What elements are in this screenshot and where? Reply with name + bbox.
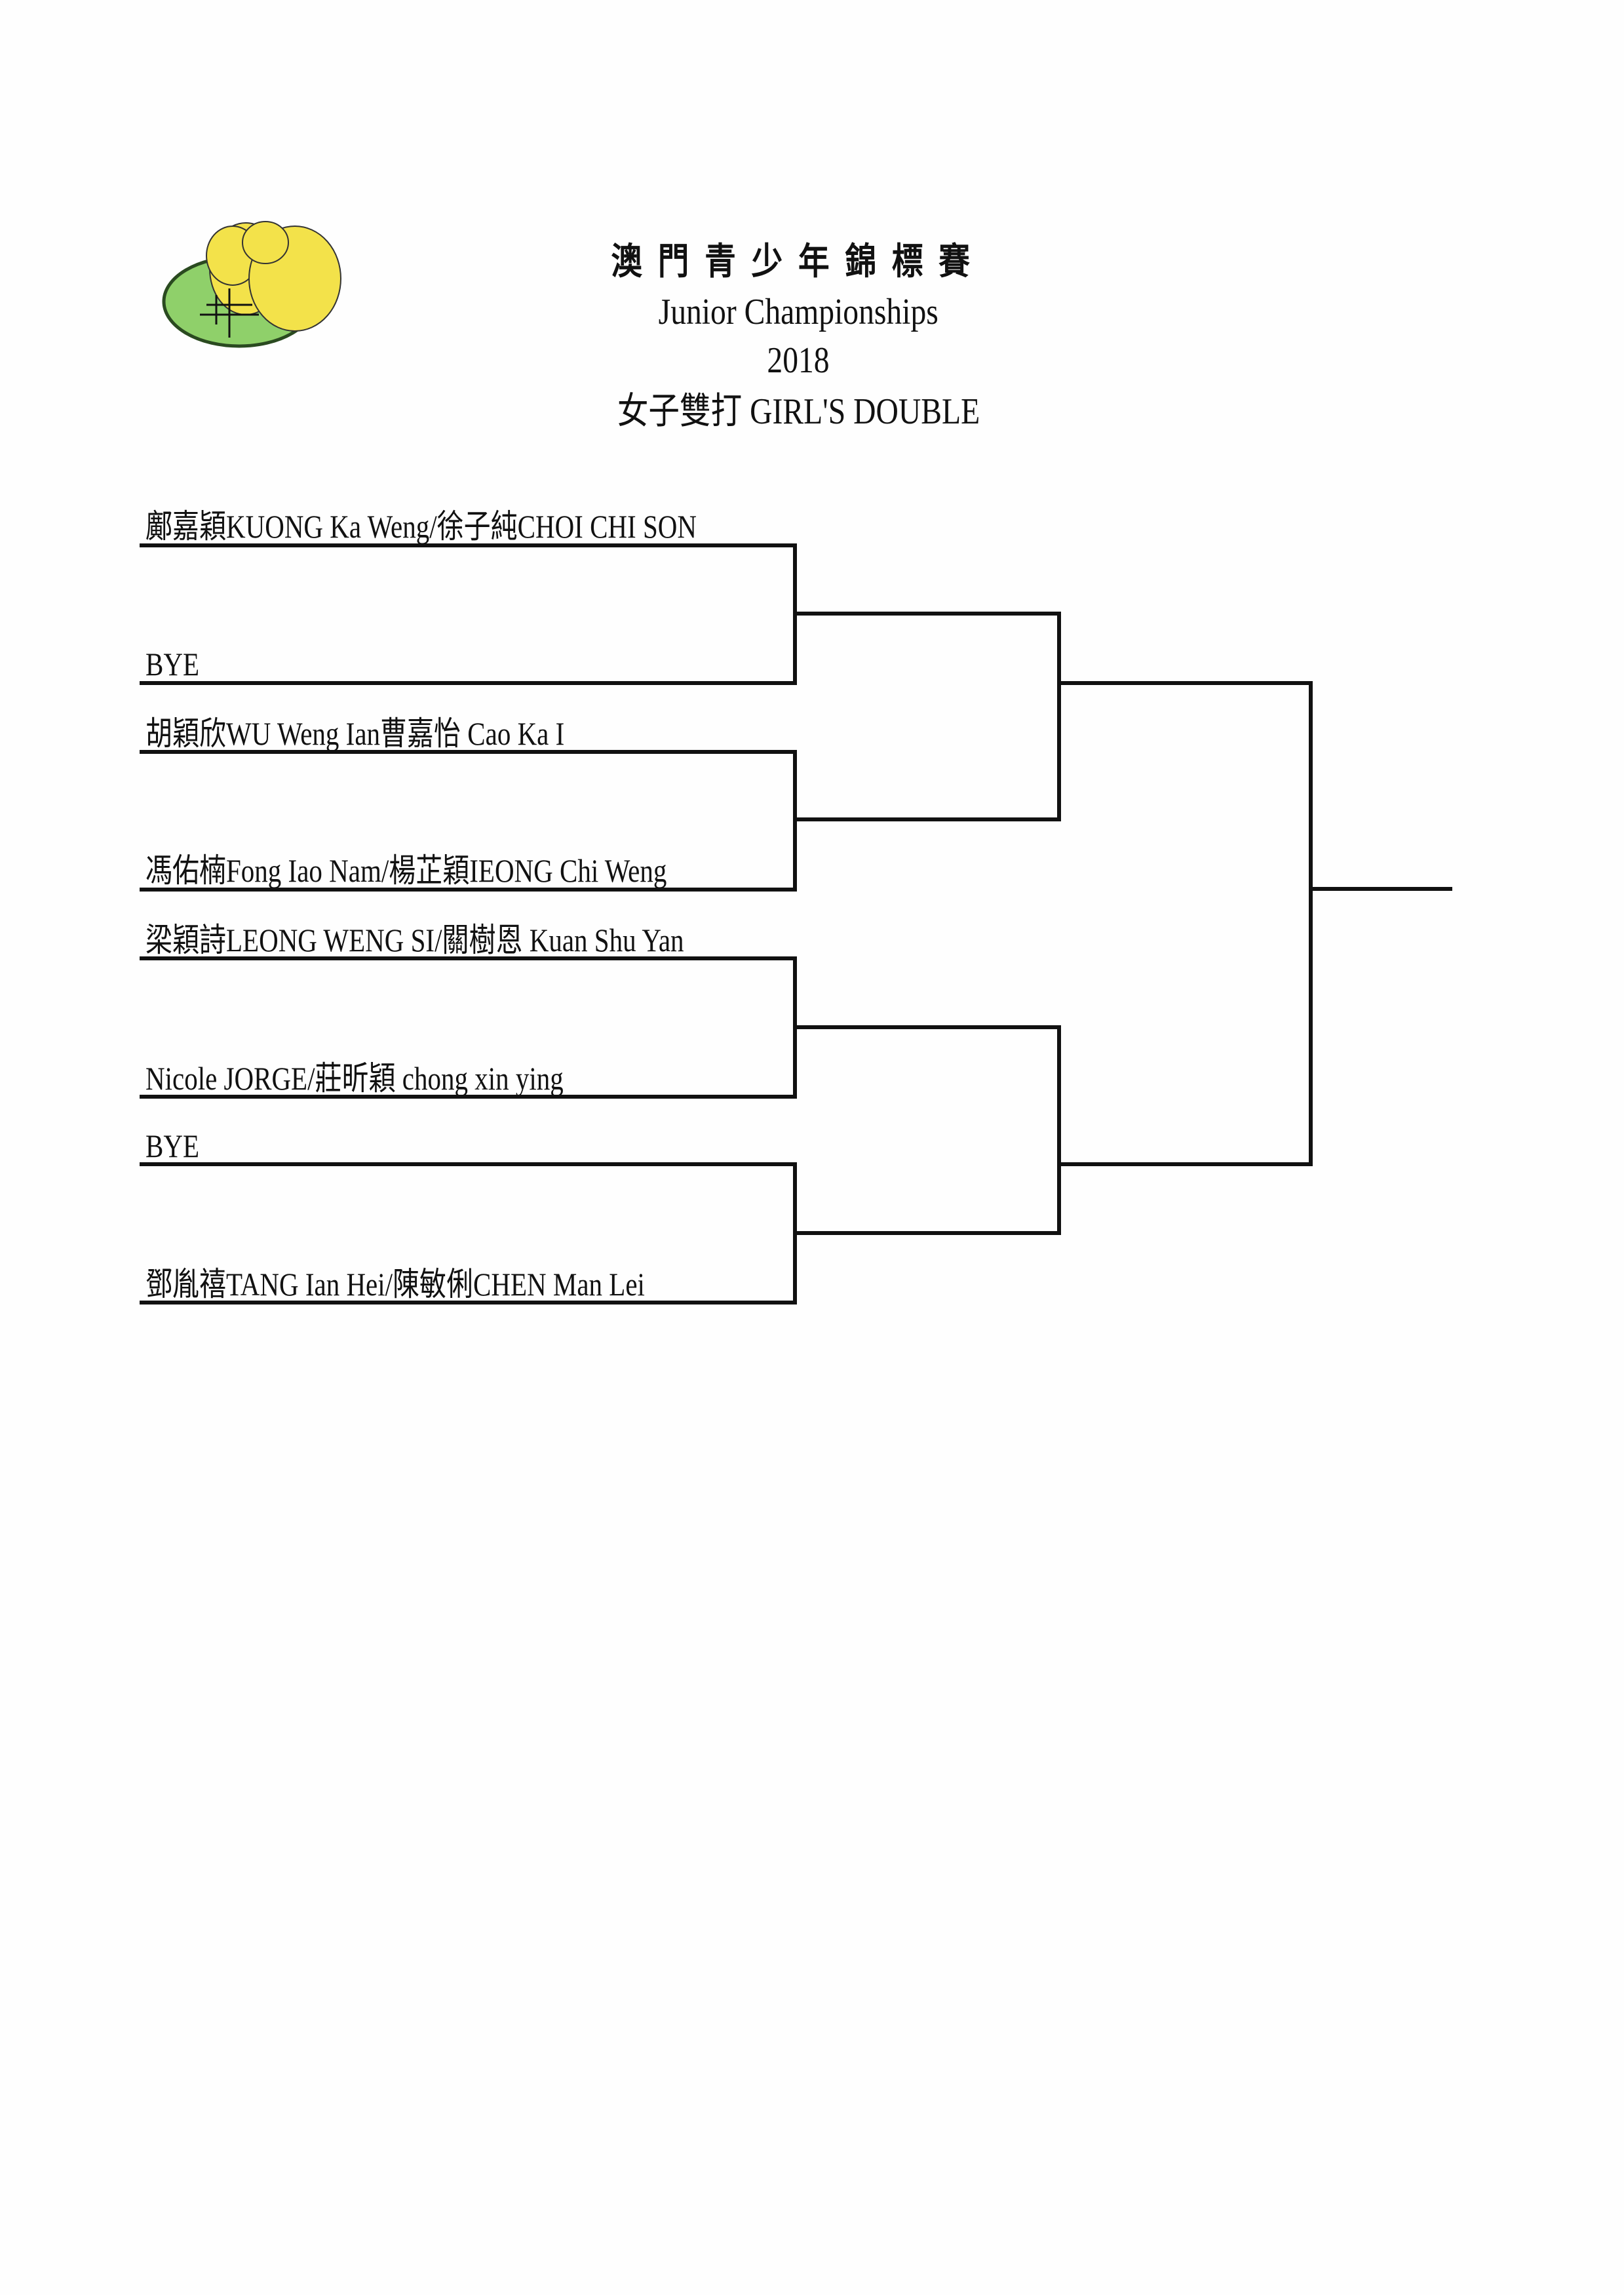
- entry-7: BYE: [145, 1128, 199, 1164]
- semifinal-connector: [1309, 681, 1313, 1166]
- entry-8: 鄧胤禧TANG Ian Hei/陳敏俐CHEN Man Lei: [145, 1266, 645, 1303]
- round2-line: [793, 612, 1061, 616]
- entry-3: 胡穎欣WU Weng Ian曹嘉怡 Cao Ka I: [145, 715, 565, 752]
- round2-line: [793, 1025, 1061, 1029]
- round2-line: [793, 817, 1061, 821]
- round2-connector: [1057, 612, 1061, 821]
- entry-5: 梁穎詩LEONG WENG SI/關樹恩 Kuan Shu Yan: [145, 922, 684, 958]
- entry-2: BYE: [145, 646, 199, 682]
- entry-6: Nicole JORGE/莊昕穎 chong xin ying: [145, 1060, 564, 1097]
- semifinal-line: [1057, 1162, 1313, 1166]
- entry-1: 鄺嘉穎KUONG Ka Weng/徐子純CHOI CHI SON: [145, 508, 697, 545]
- bracket-line: [140, 750, 797, 754]
- event-title: 女子雙打 GIRL'S DOUBLE: [617, 391, 980, 432]
- bracket-line: [140, 956, 797, 960]
- bracket-line: [140, 1301, 797, 1304]
- bracket-line: [140, 543, 797, 547]
- winner-line: [1309, 887, 1452, 891]
- title-chinese: 澳門青少年錦標賽: [611, 242, 986, 283]
- bracket-line: [140, 888, 797, 892]
- title-english: Junior Championships: [658, 292, 938, 332]
- semifinal-line: [1057, 681, 1313, 685]
- round2-connector: [1057, 1025, 1061, 1235]
- club-logo: [162, 221, 341, 348]
- bracket-line: [140, 1095, 797, 1099]
- bracket-line: [140, 681, 797, 685]
- entry-4: 馮佑楠Fong Iao Nam/楊芷穎IEONG Chi Weng: [145, 852, 667, 889]
- round2-line: [793, 1231, 1061, 1235]
- bracket-line: [140, 1162, 797, 1166]
- title-year: 2018: [767, 340, 830, 381]
